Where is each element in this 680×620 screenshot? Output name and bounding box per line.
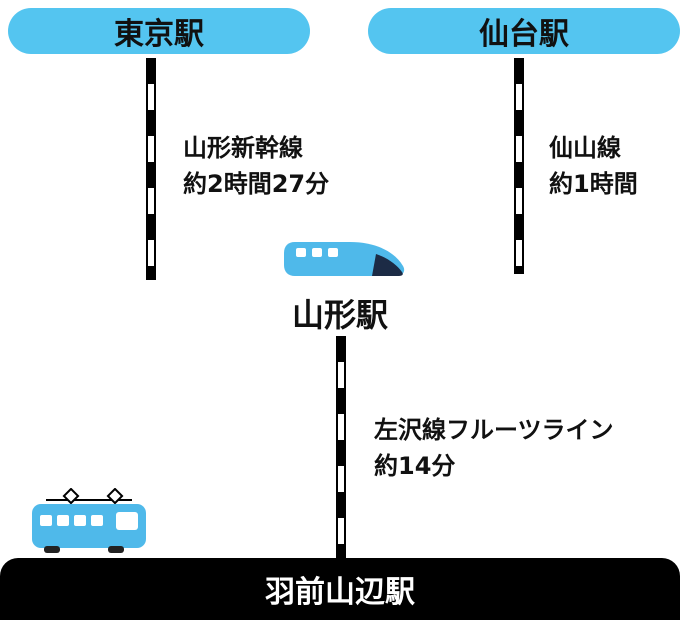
route-label-senzan-line: 仙山線 約1時間 — [549, 130, 638, 202]
railway-line-yamagata-uzenyamabe — [336, 336, 346, 558]
station-label-tokyo: 東京駅 — [114, 17, 204, 52]
route-label-aterazawa-line: 左沢線フルーツライン 約14分 — [374, 412, 614, 484]
route-duration: 約2時間27分 — [183, 170, 330, 198]
route-line-name: 山形新幹線 — [183, 134, 303, 162]
route-line-name: 左沢線フルーツライン — [374, 416, 614, 444]
station-bar-uzen-yamabe: 羽前山辺駅 — [0, 558, 680, 620]
railway-line-sendai-yamagata — [514, 58, 524, 274]
local-train-icon — [26, 487, 150, 560]
railway-line-tokyo-yamagata — [146, 58, 156, 280]
shinkansen-train-icon — [280, 236, 410, 282]
station-pill-sendai: 仙台駅 — [368, 8, 680, 54]
station-label-yamagata: 山形駅 — [291, 296, 388, 334]
route-duration: 約14分 — [374, 452, 456, 480]
station-label-sendai: 仙台駅 — [479, 17, 569, 52]
route-label-yamagata-shinkansen: 山形新幹線 約2時間27分 — [183, 130, 329, 202]
route-duration: 約1時間 — [549, 170, 638, 198]
route-line-name: 仙山線 — [549, 134, 621, 162]
station-pill-tokyo: 東京駅 — [8, 8, 310, 54]
station-label-uzen-yamabe: 羽前山辺駅 — [265, 575, 415, 610]
